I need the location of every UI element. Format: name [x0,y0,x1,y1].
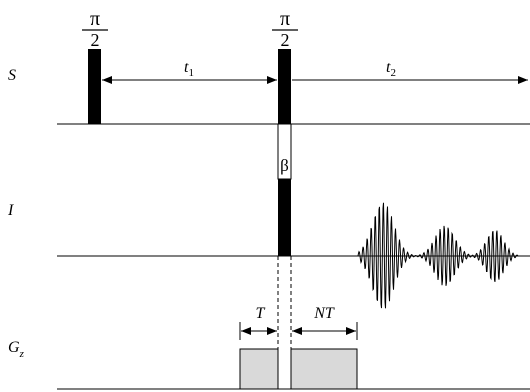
NT-label: NT [313,305,335,322]
pulse2-rect [278,49,291,124]
pulse1-denominator: 2 [91,30,100,50]
pulse2-denominator: 2 [281,30,290,50]
t2-label: t2 [386,59,396,79]
gradient-pulse-NT [290,348,358,390]
pulse1-rect [88,49,101,124]
t1-label: t1 [184,59,194,79]
channel-label-s: S [8,67,16,84]
fid-signal [357,202,519,309]
pulse1-numerator: π [90,8,100,30]
beta-pulse-rect [278,179,291,256]
pulse2-numerator: π [280,8,290,30]
channel-label-gz: Gz [8,339,25,360]
T-label: T [256,305,266,322]
gradient-pulse-T [239,348,279,390]
beta-label: β [280,156,289,175]
channel-label-i: I [7,202,14,219]
